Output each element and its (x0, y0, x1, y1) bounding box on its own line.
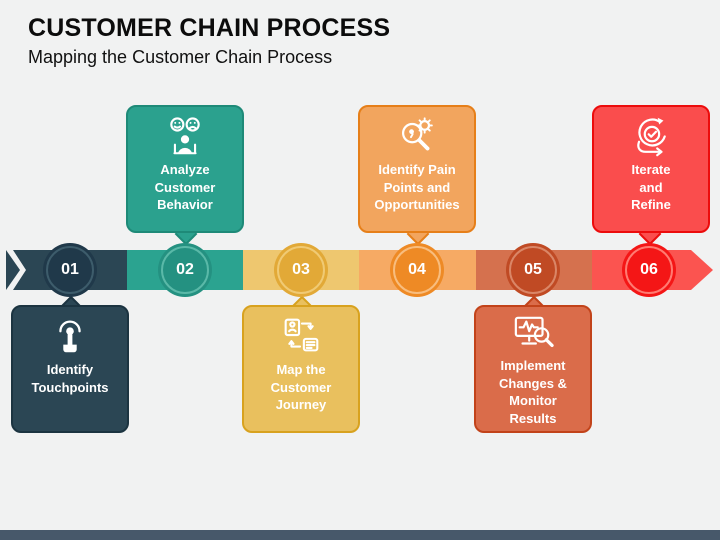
step-number: 03 (292, 261, 310, 278)
step-card-label: Identify Pain Points and Opportunities (374, 162, 460, 213)
circle-ring (509, 246, 557, 294)
circle-ring (277, 246, 325, 294)
step-card-map-customer-journey: Map the Customer Journey (242, 305, 360, 433)
step-circle-05: 05 (506, 243, 560, 297)
step-number: 06 (640, 261, 658, 278)
step-number: 02 (176, 261, 194, 278)
circle-ring (393, 246, 441, 294)
monitor-analysis-icon (514, 316, 554, 348)
step-number: 04 (408, 261, 426, 278)
touch-icon (59, 320, 81, 353)
iterate-refine-icon (637, 117, 666, 157)
step-circle-04: 04 (390, 243, 444, 297)
footer-bar (0, 530, 720, 540)
step-card-label: Implement Changes & Monitor Results (499, 358, 567, 426)
step-card-label: Map the Customer Journey (270, 362, 332, 413)
step-circle-06: 06 (622, 243, 676, 297)
magnifier-gear-icon (402, 117, 433, 151)
circle-ring (46, 246, 94, 294)
step-card-label: Analyze Customer Behavior (154, 162, 216, 213)
page-title: CUSTOMER CHAIN PROCESS (28, 14, 391, 42)
page-subtitle: Mapping the Customer Chain Process (28, 47, 333, 67)
journey-map-icon (284, 318, 319, 352)
step-card-implement-changes: Implement Changes & Monitor Results (474, 305, 592, 433)
step-card-label: Identify Touchpoints (31, 362, 109, 395)
step-card-identify-pain-points: Identify Pain Points and Opportunities (358, 105, 476, 233)
step-card-label: Iterate and Refine (631, 162, 671, 213)
step-card-identify-touchpoints: Identify Touchpoints (11, 305, 129, 433)
step-card-iterate-refine: Iterate and Refine (592, 105, 710, 233)
circle-ring (161, 246, 209, 294)
step-number: 05 (524, 261, 542, 278)
step-number: 01 (61, 261, 79, 278)
step-circle-02: 02 (158, 243, 212, 297)
step-circle-01: 01 (43, 243, 97, 297)
process-timeline (0, 250, 720, 290)
step-card-analyze-customer-behavior: Analyze Customer Behavior (126, 105, 244, 233)
circle-ring (625, 246, 673, 294)
step-circle-03: 03 (274, 243, 328, 297)
customer-sentiment-icon (170, 117, 200, 155)
